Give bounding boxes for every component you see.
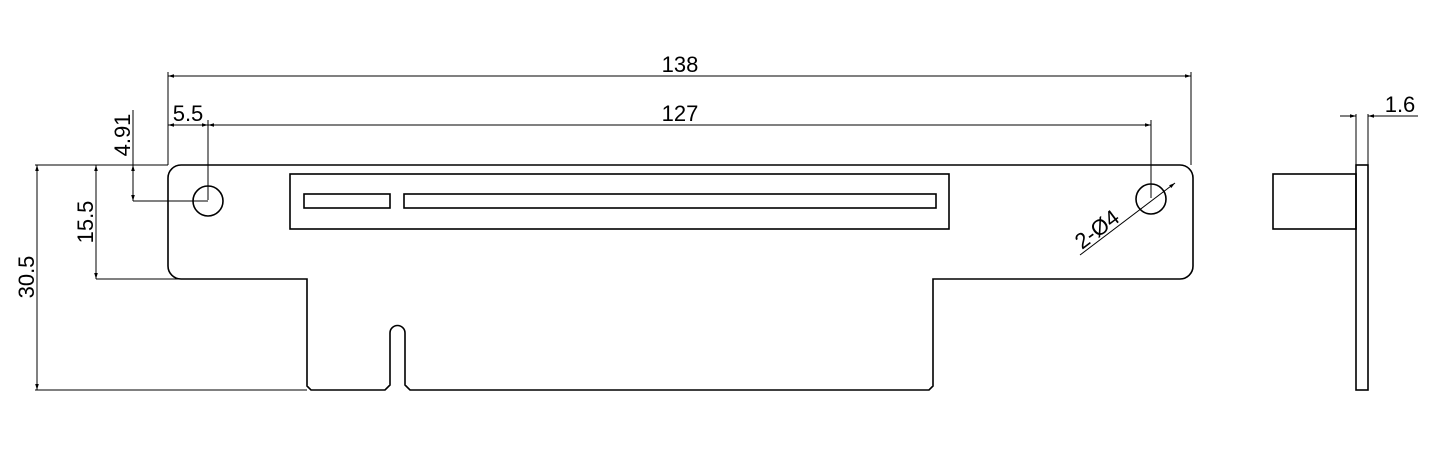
dimension-hole-offset-x: 5.5: [168, 101, 208, 127]
connector-profile: [1272, 173, 1357, 230]
plate-outline: [167, 164, 1194, 391]
side-view: 1.6: [1272, 92, 1418, 391]
dimension-upper-height: 15.5: [73, 164, 181, 280]
dimension-label: 127: [662, 101, 699, 126]
dimension-label: 1.6: [1385, 92, 1416, 117]
dimension-label: 2-Ø4: [1070, 205, 1124, 254]
dimension-label: 30.5: [14, 256, 39, 299]
dimension-label: 15.5: [73, 201, 98, 244]
hole-callout: 2-Ø4: [1070, 182, 1176, 256]
plate-edge: [1355, 164, 1369, 391]
connector-slot-short: [303, 193, 391, 209]
dimension-label: 4.91: [110, 114, 135, 157]
dimension-label: 138: [662, 52, 699, 77]
dimension-total-height: 30.5: [14, 164, 307, 391]
connector-slot-long: [403, 193, 937, 209]
dimension-hole-offset-y: 4.91: [110, 110, 208, 202]
dimension-label: 5.5: [173, 101, 204, 126]
dimension-overall-length: 138: [167, 52, 1192, 165]
connector-cutout: [289, 173, 950, 230]
dimension-hole-spacing: 127: [207, 101, 1152, 200]
